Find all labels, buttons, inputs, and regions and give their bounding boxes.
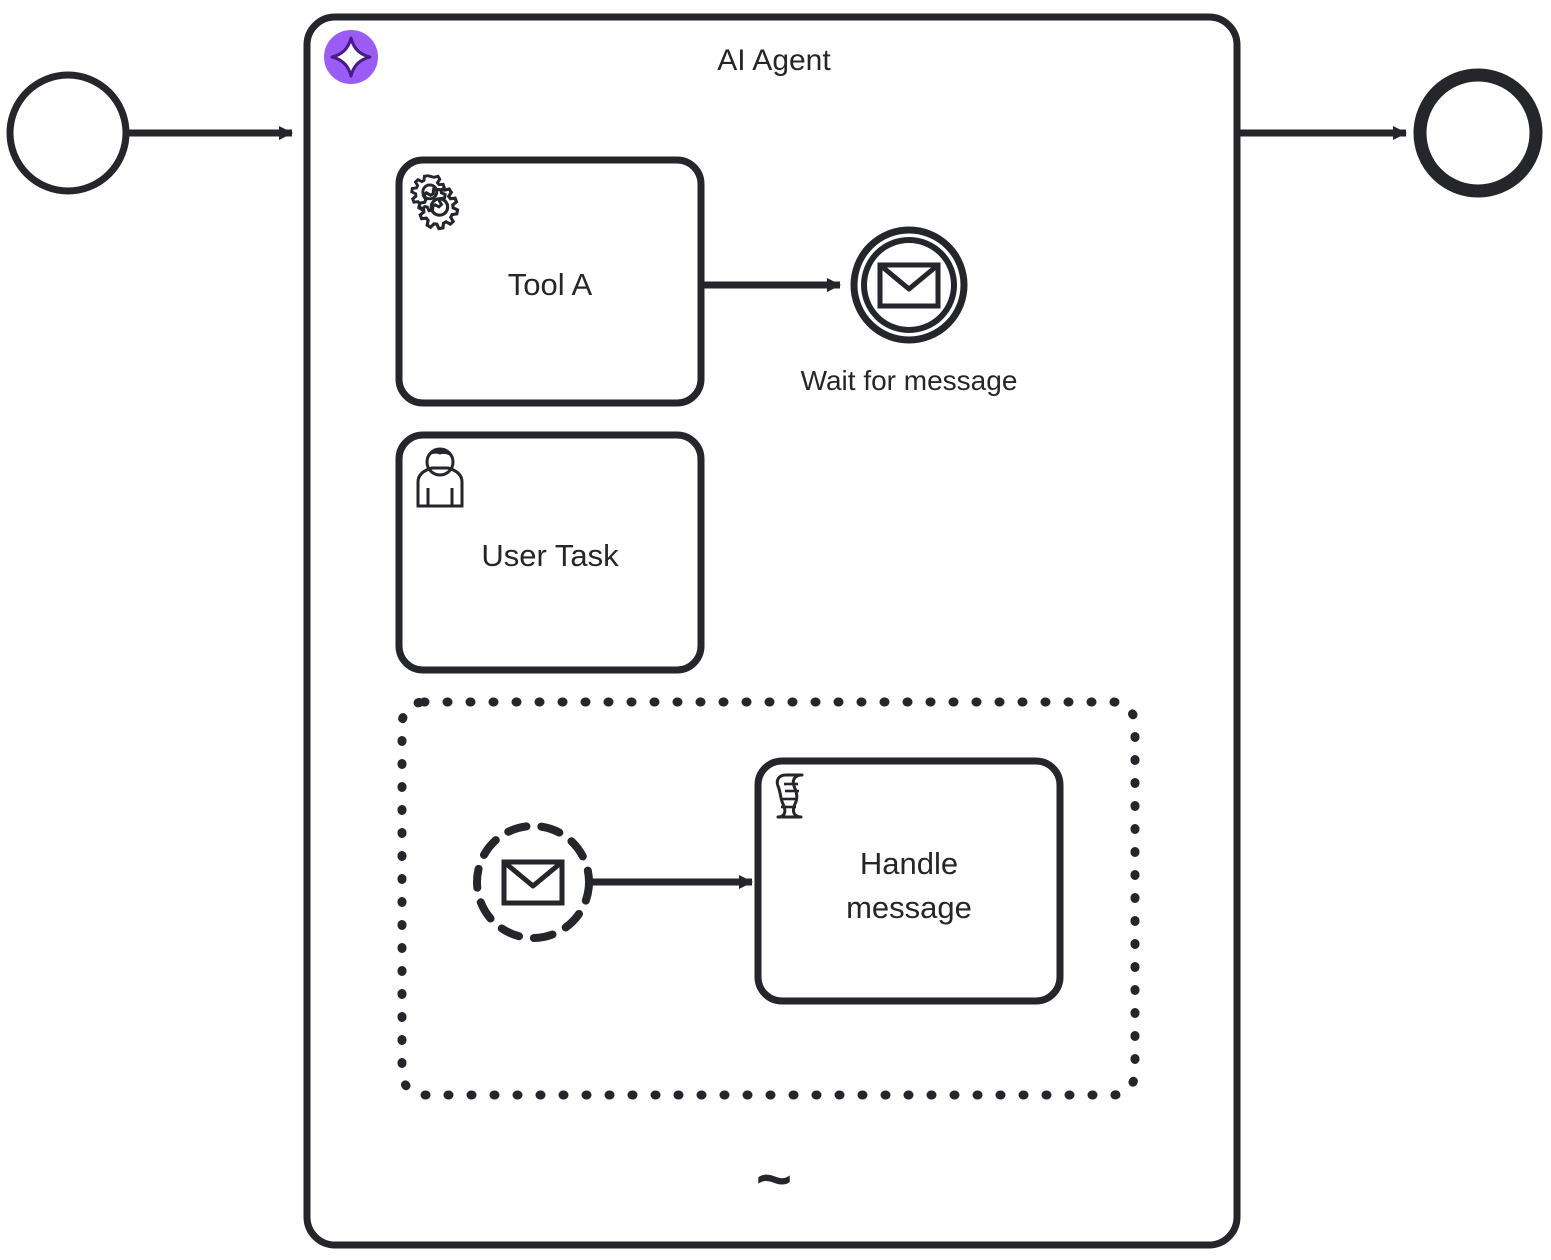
tool-a-task[interactable]: Tool A	[395, 156, 705, 407]
wait-for-message-label: Wait for message	[801, 365, 1018, 396]
envelope-icon-body	[501, 859, 565, 906]
ad-hoc-subprocess-marker: ~	[756, 1145, 792, 1214]
handle-message-task-box[interactable]	[754, 757, 1064, 1005]
end-event[interactable]	[1413, 68, 1543, 198]
ai-agent-title: AI Agent	[717, 44, 831, 77]
user-icon-body	[416, 466, 464, 508]
user-icon	[416, 447, 464, 508]
gear-icon-front-hub	[429, 197, 450, 217]
message-event-subprocess[interactable]: Handle message	[397, 697, 1140, 1100]
sparkle-icon-star	[330, 36, 372, 78]
script-icon	[775, 773, 804, 819]
handle-message-task-label-line2: message	[846, 890, 972, 925]
wait-for-message-outer-circle[interactable]	[850, 226, 968, 344]
wait-for-message-inner-circle	[861, 237, 957, 333]
start-event-circle[interactable]	[6, 71, 130, 195]
tool-a-task-label: Tool A	[508, 267, 593, 302]
user-task-box[interactable]	[395, 431, 705, 674]
ai-agent-container[interactable]: AI Agent ~	[303, 13, 1241, 1249]
gear-icon-front-gear	[417, 187, 460, 231]
script-icon-scroll	[775, 773, 804, 819]
user-icon-head	[425, 447, 455, 477]
gear-icon-back-hub	[421, 183, 439, 201]
user-task-label: User Task	[481, 538, 619, 573]
message-event-subprocess-boundary[interactable]	[397, 697, 1140, 1100]
message-start-event[interactable]	[473, 822, 593, 942]
user-task[interactable]: User Task	[395, 431, 705, 674]
end-event-circle[interactable]	[1413, 68, 1543, 198]
envelope-icon	[877, 262, 941, 309]
handle-message-task[interactable]: Handle message	[754, 757, 1064, 1005]
handle-message-task-label-line1: Handle	[860, 846, 958, 881]
ai-agent-boundary[interactable]	[303, 13, 1241, 1249]
gear-icon	[410, 174, 460, 231]
message-start-event-circle[interactable]	[473, 822, 593, 942]
user-icon-hair	[427, 449, 453, 458]
envelope-icon	[501, 859, 565, 906]
envelope-icon-body	[877, 262, 941, 309]
sparkle-icon	[324, 30, 378, 84]
envelope-icon-flap	[878, 263, 940, 292]
wait-for-message-event[interactable]: Wait for message	[801, 226, 1018, 396]
envelope-icon-flap	[502, 860, 564, 889]
start-event[interactable]	[6, 71, 130, 195]
